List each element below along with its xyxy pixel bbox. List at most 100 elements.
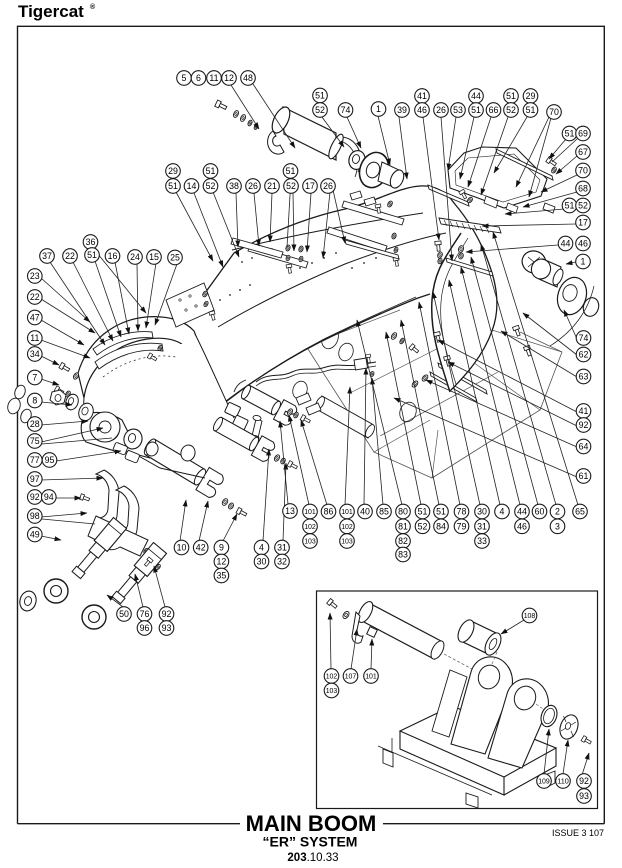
svg-text:103: 103 xyxy=(304,537,316,546)
svg-text:51: 51 xyxy=(506,91,516,101)
svg-text:95: 95 xyxy=(45,455,55,465)
svg-text:52: 52 xyxy=(286,181,296,191)
svg-text:1: 1 xyxy=(581,257,586,267)
svg-text:16: 16 xyxy=(108,251,118,261)
svg-text:31: 31 xyxy=(277,543,287,553)
svg-text:203.10.33: 203.10.33 xyxy=(287,852,338,864)
svg-text:46: 46 xyxy=(578,239,588,249)
svg-text:110: 110 xyxy=(557,777,569,786)
svg-text:15: 15 xyxy=(149,252,159,262)
svg-text:69: 69 xyxy=(578,129,588,139)
svg-text:Tigercat: Tigercat xyxy=(18,2,84,21)
svg-text:44: 44 xyxy=(517,507,527,517)
svg-text:10: 10 xyxy=(177,543,187,553)
svg-text:76: 76 xyxy=(140,609,150,619)
svg-text:86: 86 xyxy=(324,507,334,517)
svg-text:51: 51 xyxy=(526,105,536,115)
svg-text:44: 44 xyxy=(561,239,571,249)
svg-text:102: 102 xyxy=(341,522,353,531)
svg-text:84: 84 xyxy=(436,521,446,531)
svg-text:63: 63 xyxy=(579,372,589,382)
svg-text:17: 17 xyxy=(578,218,588,228)
svg-text:4: 4 xyxy=(500,507,505,517)
svg-text:97: 97 xyxy=(30,474,40,484)
svg-text:78: 78 xyxy=(457,507,467,517)
svg-text:12: 12 xyxy=(224,73,234,83)
svg-text:30: 30 xyxy=(477,507,487,517)
svg-text:ISSUE 3 107: ISSUE 3 107 xyxy=(552,828,604,838)
svg-text:74: 74 xyxy=(341,105,351,115)
svg-text:“ER” SYSTEM: “ER” SYSTEM xyxy=(263,834,358,850)
svg-text:61: 61 xyxy=(579,471,589,481)
svg-text:102: 102 xyxy=(304,522,316,531)
svg-text:29: 29 xyxy=(168,166,178,176)
svg-text:40: 40 xyxy=(360,507,370,517)
svg-text:24: 24 xyxy=(130,252,140,262)
svg-text:93: 93 xyxy=(579,791,589,801)
svg-text:14: 14 xyxy=(187,181,197,191)
svg-text:70: 70 xyxy=(578,166,588,176)
svg-text:7: 7 xyxy=(32,373,37,383)
svg-text:28: 28 xyxy=(30,419,40,429)
svg-text:94: 94 xyxy=(44,492,54,502)
svg-text:96: 96 xyxy=(140,623,150,633)
svg-text:13: 13 xyxy=(285,506,295,516)
svg-text:107: 107 xyxy=(345,672,357,681)
svg-text:47: 47 xyxy=(30,313,40,323)
svg-text:21: 21 xyxy=(267,181,277,191)
svg-text:79: 79 xyxy=(457,521,467,531)
svg-text:25: 25 xyxy=(170,253,180,263)
svg-text:67: 67 xyxy=(578,147,588,157)
svg-text:36: 36 xyxy=(86,237,96,247)
svg-text:17: 17 xyxy=(305,181,315,191)
svg-text:103: 103 xyxy=(341,537,353,546)
svg-text:26: 26 xyxy=(436,105,446,115)
svg-text:11: 11 xyxy=(209,73,218,83)
svg-text:1: 1 xyxy=(376,104,381,114)
svg-text:48: 48 xyxy=(243,73,253,83)
svg-text:44: 44 xyxy=(471,91,481,101)
svg-text:92: 92 xyxy=(579,420,589,430)
svg-text:52: 52 xyxy=(578,201,588,211)
svg-text:35: 35 xyxy=(217,571,227,581)
svg-text:6: 6 xyxy=(196,73,201,83)
svg-text:51: 51 xyxy=(565,201,575,211)
svg-text:8: 8 xyxy=(32,396,37,406)
svg-text:53: 53 xyxy=(453,105,463,115)
svg-text:81: 81 xyxy=(398,521,408,531)
svg-text:5: 5 xyxy=(182,73,187,83)
svg-text:22: 22 xyxy=(65,251,75,261)
svg-text:102: 102 xyxy=(326,672,338,681)
svg-text:101: 101 xyxy=(365,672,377,681)
svg-text:101: 101 xyxy=(304,507,316,516)
svg-text:42: 42 xyxy=(196,543,206,553)
svg-text:52: 52 xyxy=(206,181,216,191)
svg-text:38: 38 xyxy=(229,181,239,191)
svg-text:51: 51 xyxy=(87,250,97,260)
svg-text:52: 52 xyxy=(506,105,516,115)
svg-text:62: 62 xyxy=(579,350,589,360)
svg-text:98: 98 xyxy=(30,511,40,521)
svg-text:52: 52 xyxy=(315,105,325,115)
svg-text:49: 49 xyxy=(30,530,40,540)
svg-text:34: 34 xyxy=(30,349,40,359)
svg-text:22: 22 xyxy=(30,292,40,302)
svg-text:4: 4 xyxy=(259,543,264,553)
svg-text:51: 51 xyxy=(206,166,216,176)
svg-text:103: 103 xyxy=(326,686,338,695)
svg-text:101: 101 xyxy=(341,507,353,516)
svg-text:39: 39 xyxy=(397,105,407,115)
svg-text:30: 30 xyxy=(257,557,267,567)
svg-text:85: 85 xyxy=(379,507,389,517)
svg-text:41: 41 xyxy=(417,91,427,101)
svg-text:82: 82 xyxy=(398,536,408,546)
svg-text:23: 23 xyxy=(30,271,40,281)
svg-text:51: 51 xyxy=(471,105,481,115)
svg-text:70: 70 xyxy=(549,107,559,117)
svg-text:29: 29 xyxy=(526,91,536,101)
svg-text:65: 65 xyxy=(575,507,585,517)
svg-text:77: 77 xyxy=(30,455,40,465)
svg-text:41: 41 xyxy=(579,406,589,416)
svg-text:92: 92 xyxy=(579,776,589,786)
svg-text:26: 26 xyxy=(323,181,333,191)
